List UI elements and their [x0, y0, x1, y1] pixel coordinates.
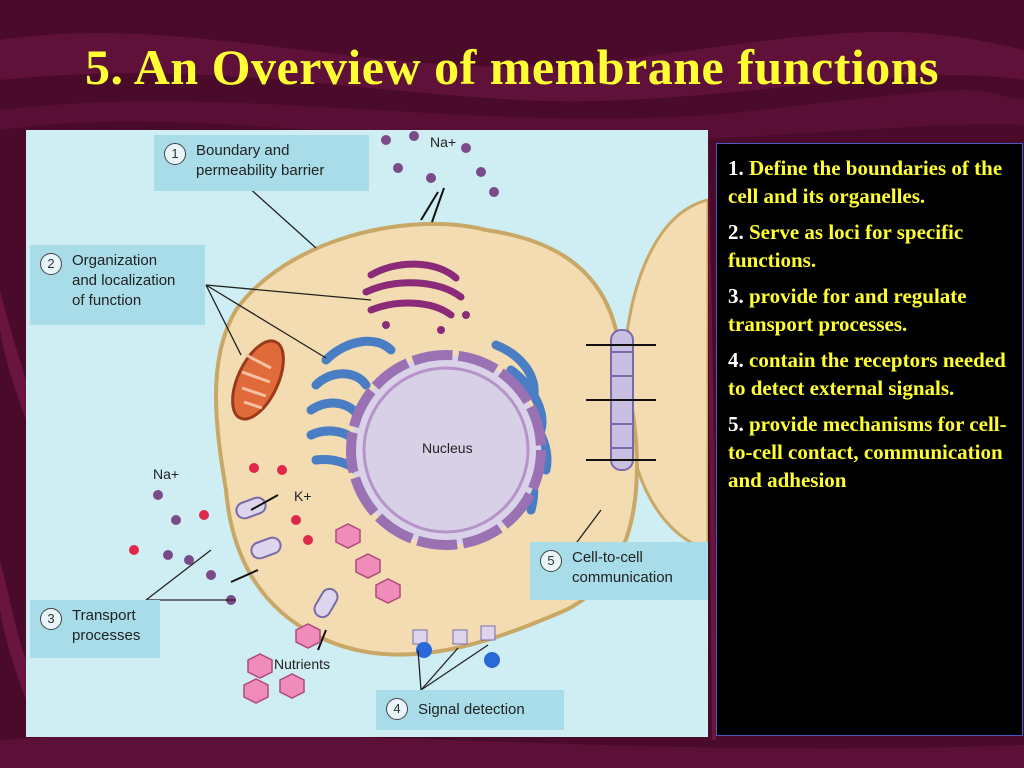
nutrient-molecules: [243, 523, 401, 704]
callout-number-2: 2: [40, 253, 62, 275]
function-text: provide mechanisms for cell-to-cell cont…: [728, 412, 1007, 492]
mitochondrion: [231, 339, 285, 421]
ions-top: [381, 131, 499, 197]
cell-junction: [586, 329, 656, 471]
function-text: provide for and regulate transport proce…: [728, 284, 967, 336]
k-label: K+: [294, 488, 312, 504]
cell-membrane-figure: 1 Boundary and permeability barrier 2 Or…: [26, 130, 708, 737]
function-item-5: 5. provide mechanisms for cell-to-cell c…: [728, 410, 1014, 494]
function-number: 3.: [728, 284, 744, 308]
function-item-2: 2. Serve as loci for specific functions.: [728, 218, 1014, 274]
function-number: 1.: [728, 156, 744, 180]
na-left-label: Na+: [153, 466, 180, 482]
callout-number-1: 1: [164, 143, 186, 165]
golgi-apparatus: [362, 260, 465, 319]
slide-title: 5. An Overview of membrane functions: [84, 39, 940, 95]
function-text: Define the boundaries of the cell and it…: [728, 156, 1003, 208]
nucleus-label: Nucleus: [422, 440, 473, 456]
callout-boundary: 1 Boundary and permeability barrier: [154, 135, 369, 191]
callout-1-line1: Boundary and: [196, 142, 290, 159]
callout-5-line2: communication: [572, 569, 673, 586]
callout-2-line3: of function: [72, 292, 142, 309]
nutrients-label: Nutrients: [274, 656, 331, 672]
callout-4-line1: Signal detection: [418, 701, 525, 718]
function-item-3: 3. provide for and regulate transport pr…: [728, 282, 1014, 338]
function-item-4: 4. contain the receptors needed to detec…: [728, 346, 1014, 402]
callout-lines: [145, 184, 602, 691]
function-number: 4.: [728, 348, 744, 372]
callout-1-line2: permeability barrier: [196, 162, 325, 179]
function-number: 5.: [728, 412, 744, 436]
signal-receptors: [412, 625, 500, 668]
callout-number-5: 5: [540, 550, 562, 572]
callout-transport: 3 Transport processes: [30, 600, 160, 658]
functions-panel: 1. Define the boundaries of the cell and…: [716, 143, 1023, 736]
na-top-label: Na+: [430, 134, 457, 150]
callout-cell-to-cell: 5 Cell-to-cell communication: [530, 542, 708, 600]
function-item-1: 1. Define the boundaries of the cell and…: [728, 154, 1014, 210]
function-number: 2.: [728, 220, 744, 244]
callout-3-line1: Transport: [72, 607, 136, 624]
callout-number-3: 3: [40, 608, 62, 630]
callout-number-4: 4: [386, 698, 408, 720]
callout-3-line2: processes: [72, 627, 141, 644]
ions-left: [129, 463, 313, 605]
callout-organization: 2 Organization and localization of funct…: [30, 245, 205, 325]
callout-signal: 4 Signal detection: [376, 690, 564, 730]
function-text: Serve as loci for specific functions.: [728, 220, 964, 272]
callout-2-line1: Organization: [72, 252, 158, 269]
callout-2-line2: and localization: [72, 272, 176, 289]
function-text: contain the receptors needed to detect e…: [728, 348, 1006, 400]
callout-5-line1: Cell-to-cell: [572, 549, 643, 566]
